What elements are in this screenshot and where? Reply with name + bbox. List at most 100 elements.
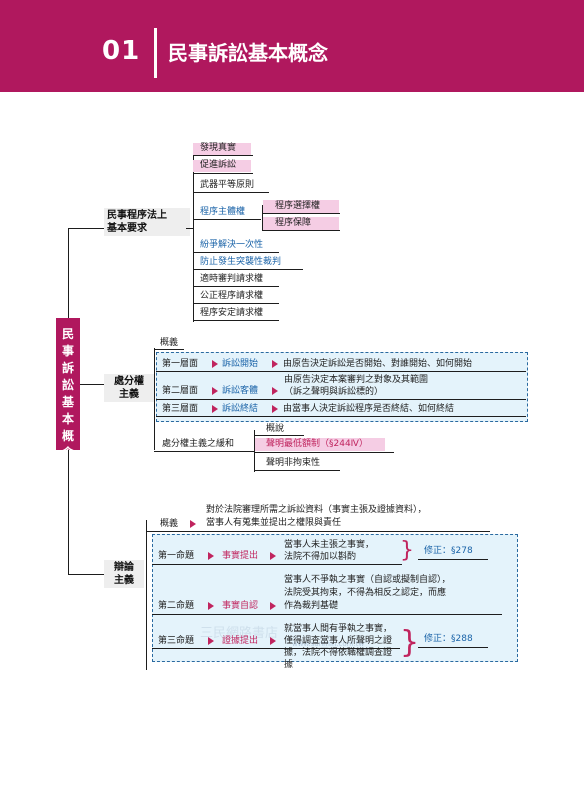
layer-level: 第一層面 <box>162 359 199 369</box>
branch-label-line1: 民事程序法上 <box>107 210 167 221</box>
proposition-text: 當事人不爭執之事實（自認或擬制自認）， <box>284 575 451 585</box>
highlight-bg <box>193 143 251 155</box>
underline <box>156 371 526 372</box>
underline <box>152 614 502 615</box>
layer-desc: 由當事人決定訴訟程序是否終結、如何終結 <box>283 404 455 414</box>
arrow-right-icon <box>270 552 276 560</box>
layer-key: 訴訟客體 <box>222 386 259 396</box>
concept-label: 概義 <box>160 338 179 348</box>
underline <box>154 451 254 452</box>
branch3-vertical-line <box>146 520 147 670</box>
underline <box>193 219 261 220</box>
trunk-line-bottom <box>68 450 69 574</box>
underline <box>152 648 400 649</box>
ease-item: 聲明最低額制（§244Ⅳ） <box>266 439 368 449</box>
watermark-text: 三民網路書店 <box>200 626 279 641</box>
layer-key: 訴訟開始 <box>222 359 259 369</box>
underline <box>193 252 279 253</box>
branch-node-debate-principle: 辯論 主義 <box>104 560 144 588</box>
underline <box>146 531 490 532</box>
arrow-right-icon <box>208 602 214 610</box>
arrow-right-icon <box>212 405 218 413</box>
connector-branch1 <box>68 228 104 229</box>
ease-vertical-line <box>254 430 255 472</box>
proposition-level: 第三命題 <box>158 636 195 646</box>
connector-branch2 <box>80 384 104 385</box>
highlight-bg <box>255 438 385 451</box>
underline <box>193 155 253 156</box>
underline <box>193 303 279 304</box>
branch-node-disposition-principle: 處分權 主義 <box>104 374 154 402</box>
underline <box>156 399 526 400</box>
underline <box>156 416 526 417</box>
arrow-right-icon <box>208 552 214 560</box>
brace-icon: } <box>400 625 420 660</box>
proposition-text: 法院不得加以斟酌 <box>284 552 357 562</box>
arrow-right-icon <box>190 520 196 528</box>
concept-desc: 當事人有蒐集並提出之權限與責任 <box>206 518 342 528</box>
proposition-text: 據，法院不得依職權調查證 <box>284 648 393 658</box>
branch-label-line2: 基本要求 <box>107 223 147 234</box>
list-item: 程序安定請求權 <box>200 308 264 318</box>
list-item: 防止發生突襲性裁判 <box>200 257 282 267</box>
arrow-right-icon <box>270 637 276 645</box>
proposition-key: 事實提出 <box>222 551 259 561</box>
chapter-number: 01 <box>102 36 141 66</box>
layer-key: 訴訟終結 <box>222 404 259 414</box>
proposition-text: 據 <box>284 660 294 670</box>
proposition-text: 當事人未主張之事實， <box>284 540 375 550</box>
underline <box>254 470 340 471</box>
proposition-key: 事實自認 <box>222 601 259 611</box>
list-item: 適時審判請求權 <box>200 274 264 284</box>
branch-label-line1: 辯論 <box>114 562 134 573</box>
underline <box>154 349 184 350</box>
layer-level: 第二層面 <box>162 386 199 396</box>
revision-note: 修正：§288 <box>424 634 473 644</box>
list-item: 促進訴訟 <box>200 160 237 170</box>
list-item: 紛爭解決一次性 <box>200 240 264 250</box>
branch-label-line1: 處分權 <box>114 376 144 387</box>
list-item: 發現真實 <box>200 143 237 153</box>
ease-item: 聲明非拘束性 <box>266 458 321 468</box>
branch1-vertical-line <box>193 154 194 322</box>
underline <box>254 435 304 436</box>
underline <box>418 559 488 560</box>
underline <box>193 286 279 287</box>
underline <box>254 452 394 453</box>
proposition-text: 就當事人間有爭執之事實， <box>284 624 393 634</box>
proposition-level: 第一命題 <box>158 551 195 561</box>
highlight-bg <box>193 160 251 172</box>
list-item: 武器平等原則 <box>200 180 255 190</box>
ease-concept: 概說 <box>266 424 285 434</box>
connector-branch3 <box>68 574 104 575</box>
branch-label-line2: 主義 <box>119 389 139 400</box>
arrow-right-icon <box>272 405 278 413</box>
arrow-right-icon <box>212 387 218 395</box>
sub-item: 程序選擇權 <box>275 201 321 211</box>
branch2-vertical-line <box>154 348 155 450</box>
arrow-right-icon <box>270 602 276 610</box>
underline <box>193 269 303 270</box>
header-divider <box>154 28 157 78</box>
highlight-bg <box>263 217 339 230</box>
chapter-title: 民事訴訟基本概念 <box>168 41 328 65</box>
arrow-right-icon <box>212 360 218 368</box>
arrow-right-icon <box>272 387 278 395</box>
sub-vertical-line <box>262 205 263 231</box>
proposition-text: 法院受其拘束，不得為相反之認定，而應 <box>284 588 447 598</box>
revision-note: 修正：§278 <box>424 546 473 556</box>
root-node-label: 民事訴訟基本概念 <box>61 327 74 460</box>
layer-desc: 由原告決定本案審判之對象及其範圍 <box>284 375 429 385</box>
concept-desc: 對於法院審理所需之訴訟資料（事實主張及證據資料）， <box>206 505 427 515</box>
branch-label-line2: 主義 <box>114 575 134 586</box>
list-item: 程序主體權 <box>200 207 246 217</box>
root-node <box>56 318 80 450</box>
disposition-layers-box <box>156 352 528 422</box>
underline <box>193 192 269 193</box>
ease-label: 處分權主義之緩和 <box>162 439 235 449</box>
trunk-line-top <box>68 228 69 318</box>
concept-label: 概義 <box>160 519 179 529</box>
sub-item: 程序保障 <box>275 218 312 228</box>
underline <box>262 230 340 231</box>
underline <box>418 647 488 648</box>
